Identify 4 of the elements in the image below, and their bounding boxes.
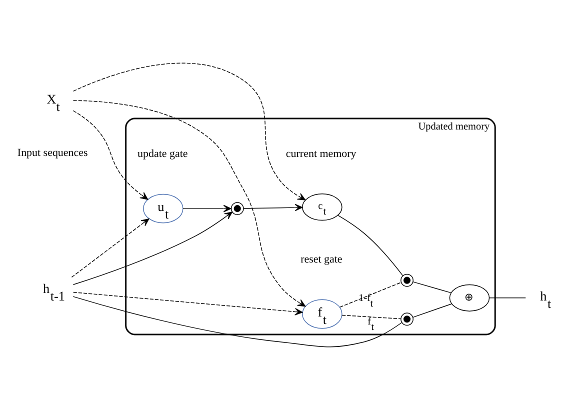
- node-label: Input sequences: [17, 146, 88, 159]
- node-label: update gate: [138, 147, 188, 160]
- node-label: reset gate: [300, 252, 342, 265]
- node-label: current memory: [286, 147, 356, 160]
